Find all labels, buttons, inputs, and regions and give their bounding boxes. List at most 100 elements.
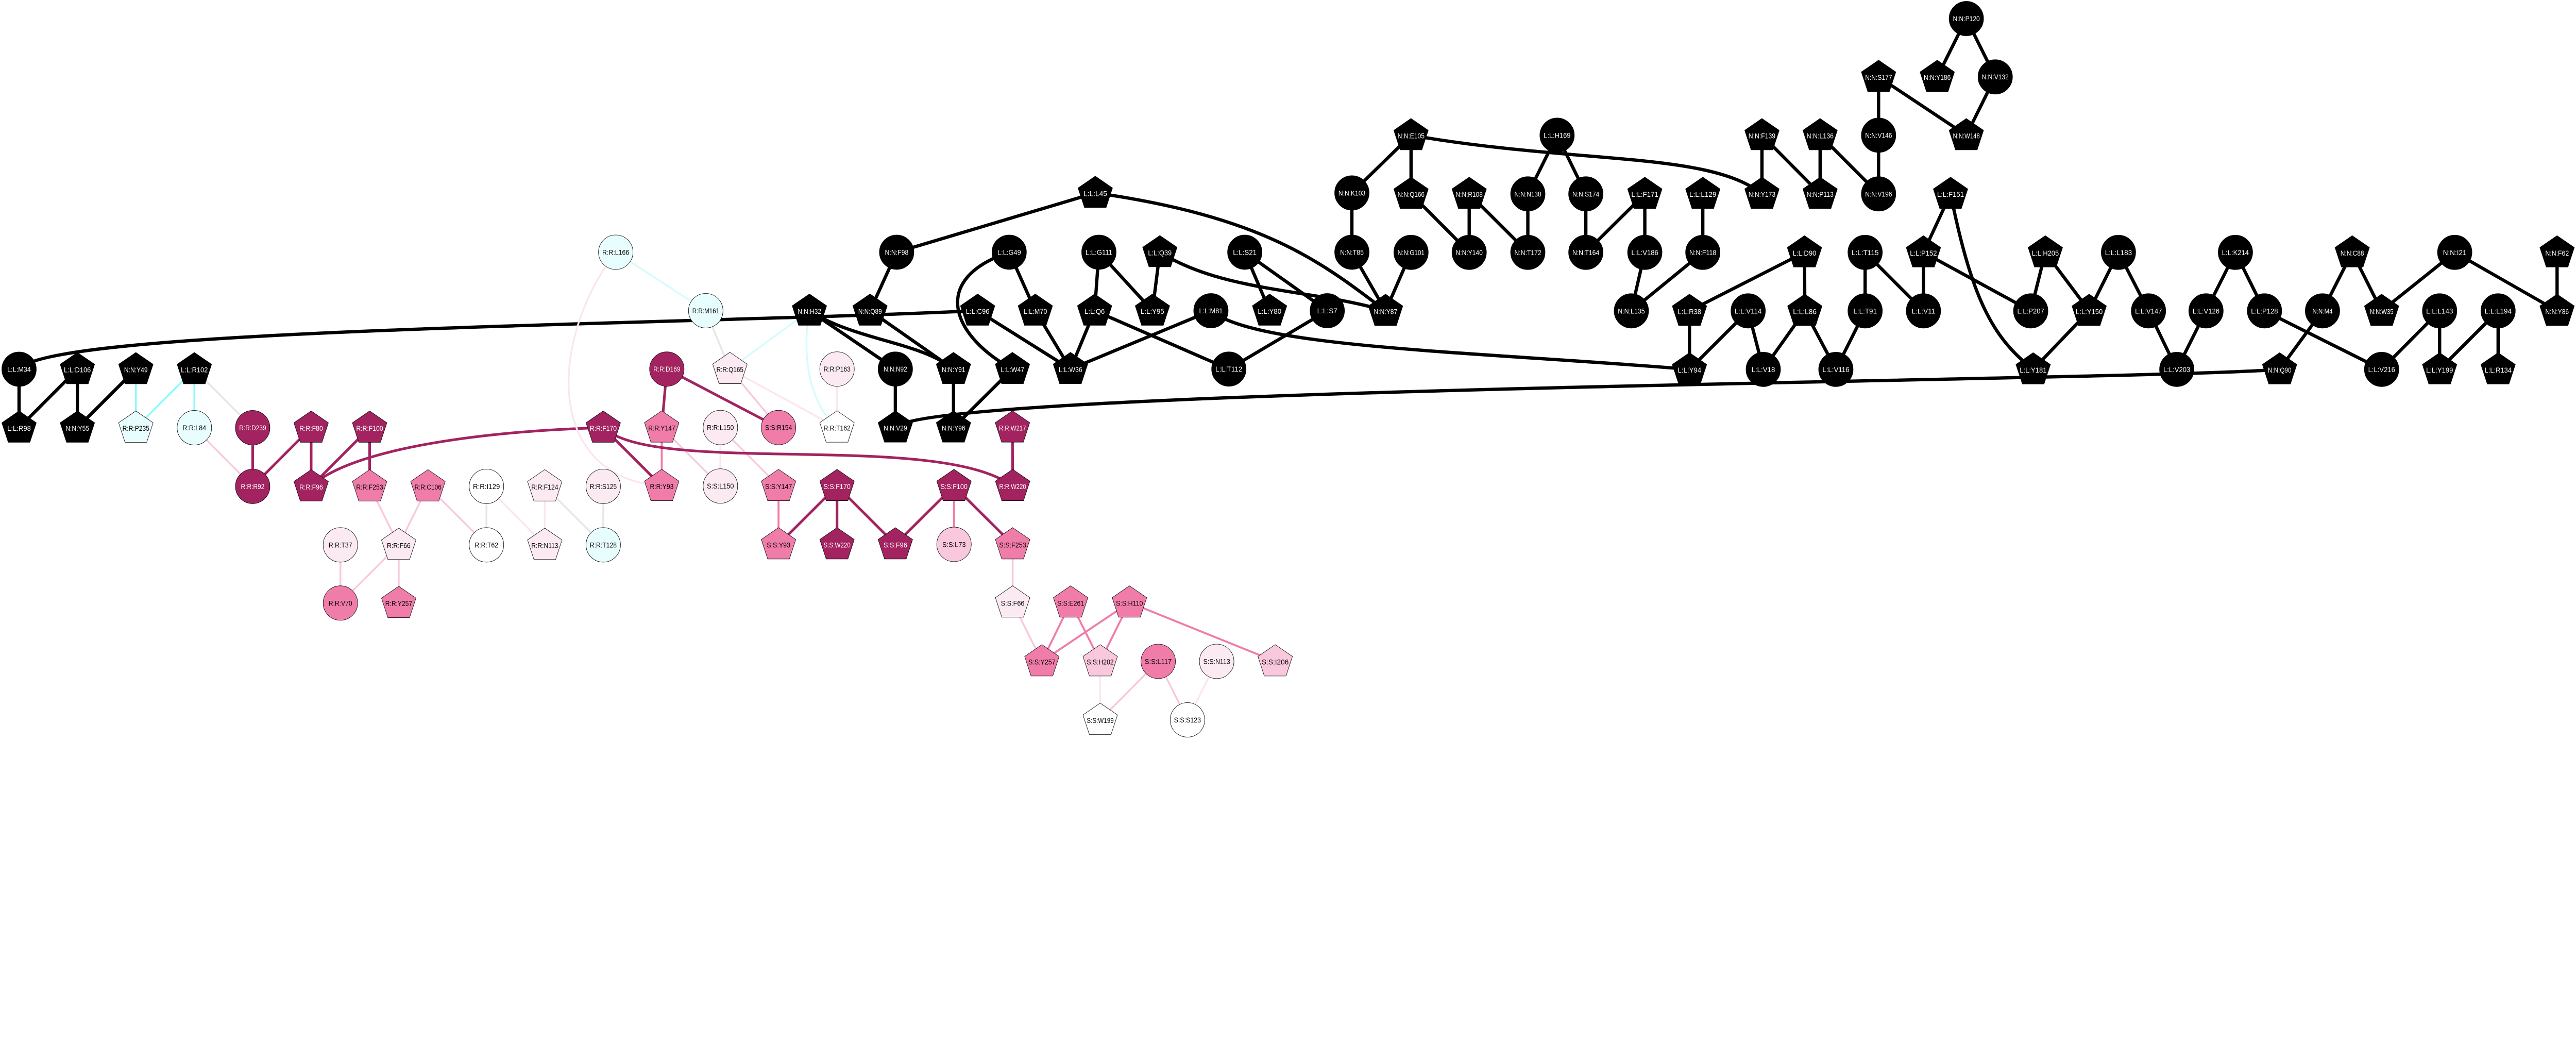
node-l-l-q39[interactable]: L:L:Q39 [1142,235,1178,267]
node-l-l-l45[interactable]: L:L:L45 [1077,176,1113,208]
node-l-l-h169[interactable]: L:L:H169 [1539,117,1575,153]
node-s-s-f66[interactable]: S:S:F66 [995,585,1030,618]
node-r-r-f124[interactable]: R:R:F124 [527,469,563,501]
node-r-r-f100[interactable]: R:R:F100 [352,411,387,443]
node-s-s-e261[interactable]: S:S:E261 [1053,585,1089,618]
node-r-r-s125[interactable]: R:R:S125 [586,468,621,504]
node-n-n-l136[interactable]: N:N:L136 [1802,118,1838,150]
node-l-l-k214[interactable]: L:L:K214 [2218,234,2253,270]
node-l-l-l183[interactable]: L:L:L183 [2101,234,2136,270]
node-r-r-f170[interactable]: R:R:F170 [585,411,621,443]
node-n-n-g101[interactable]: N:N:G101 [1393,234,1429,270]
node-r-r-l166[interactable]: R:R:L166 [598,234,634,270]
node-s-s-s123[interactable]: S:S:S123 [1170,702,1205,737]
node-l-l-v203[interactable]: L:L:V203 [2159,351,2194,387]
node-l-l-r134[interactable]: L:L:R134 [2480,352,2516,384]
node-r-r-t37[interactable]: R:R:T37 [323,527,358,563]
node-n-n-y87[interactable]: N:N:Y87 [1368,294,1403,326]
node-n-n-t85[interactable]: N:N:T85 [1334,234,1369,270]
node-l-l-v126[interactable]: L:L:V126 [2188,293,2224,329]
node-n-n-w148[interactable]: N:N:W148 [1948,118,1984,150]
node-l-l-l86[interactable]: L:L:L86 [1787,294,1823,326]
node-r-r-y257[interactable]: R:R:Y257 [381,586,416,618]
node-s-s-f100[interactable]: S:S:F100 [936,469,972,501]
node-l-l-l129[interactable]: L:L:L129 [1685,177,1721,209]
node-n-n-i21[interactable]: N:N:I21 [2437,234,2472,270]
node-l-l-p207[interactable]: L:L:P207 [2013,293,2048,329]
node-r-r-c106[interactable]: R:R:C106 [410,469,446,501]
node-l-l-r102[interactable]: L:L:R102 [177,352,212,384]
node-n-n-c88[interactable]: N:N:C88 [2334,235,2370,267]
node-n-n-y186[interactable]: N:N:Y186 [1920,60,1955,92]
node-s-s-l73[interactable]: S:S:L73 [936,527,972,562]
node-n-n-f139[interactable]: N:N:F139 [1744,118,1780,150]
node-n-n-q90[interactable]: N:N:Q90 [2262,352,2297,384]
node-n-n-y173[interactable]: N:N:Y173 [1744,177,1780,209]
node-s-s-l150[interactable]: S:S:L150 [703,468,738,504]
node-l-l-m70[interactable]: L:L:M70 [1018,293,1053,326]
node-r-r-v70[interactable]: R:R:V70 [323,585,358,621]
node-r-r-w220[interactable]: R:R:W220 [995,469,1030,501]
node-n-n-q89[interactable]: N:N:Q89 [852,293,888,326]
node-s-s-f170[interactable]: S:S:F170 [819,469,855,501]
node-l-l-g111[interactable]: L:L:G111 [1081,234,1116,270]
node-l-l-p152[interactable]: L:L:P152 [1906,235,1941,267]
node-r-r-y147[interactable]: R:R:Y147 [644,410,680,443]
node-l-l-w47[interactable]: L:L:W47 [995,352,1030,384]
node-s-s-r154[interactable]: S:S:R154 [761,410,796,445]
node-r-r-t62[interactable]: R:R:T62 [469,527,504,563]
node-n-n-f118[interactable]: N:N:F118 [1685,234,1721,270]
node-l-l-h205[interactable]: L:L:H205 [2028,235,2063,267]
node-n-n-v29[interactable]: N:N:V29 [877,410,913,443]
node-l-l-l143[interactable]: L:L:L143 [2422,293,2458,329]
node-l-l-v11[interactable]: L:L:V11 [1906,293,1941,329]
node-r-r-m161[interactable]: R:R:M161 [688,293,723,328]
node-l-l-p128[interactable]: L:L:P128 [2247,293,2282,329]
node-l-l-r38[interactable]: L:L:R38 [1672,294,1707,326]
node-l-l-y150[interactable]: L:L:Y150 [2072,294,2107,326]
node-l-l-t112[interactable]: L:L:T112 [1211,351,1247,387]
node-n-n-k103[interactable]: N:N:K103 [1334,175,1369,211]
node-l-l-y80[interactable]: L:L:Y80 [1252,293,1287,326]
node-l-l-m81[interactable]: L:L:M81 [1193,293,1229,328]
node-l-l-m34[interactable]: L:L:M34 [2,351,37,387]
node-l-l-v18[interactable]: L:L:V18 [1745,351,1781,387]
node-n-n-y140[interactable]: N:N:Y140 [1451,234,1487,270]
node-l-l-d90[interactable]: L:L:D90 [1787,235,1822,267]
node-s-s-n113[interactable]: S:S:N113 [1199,644,1234,679]
node-l-l-q6[interactable]: L:L:Q6 [1077,293,1112,326]
node-r-r-f253[interactable]: R:R:F253 [352,469,387,501]
node-l-l-v216[interactable]: L:L:V216 [2364,351,2399,387]
node-n-n-f98[interactable]: N:N:F98 [879,234,914,270]
node-n-n-v146[interactable]: N:N:V146 [1861,117,1896,153]
node-r-r-i129[interactable]: R:R:I129 [469,468,504,504]
node-r-r-f80[interactable]: R:R:F80 [293,411,329,443]
node-s-s-w220[interactable]: S:S:W220 [819,527,855,560]
node-n-n-s174[interactable]: N:N:S174 [1568,176,1603,212]
node-n-n-v132[interactable]: N:N:V132 [1977,59,2013,95]
node-n-n-w35[interactable]: N:N:W35 [2364,294,2399,326]
node-r-r-l150[interactable]: R:R:L150 [703,410,738,445]
node-n-n-y91[interactable]: N:N:Y91 [936,352,971,384]
node-l-l-l194[interactable]: L:L:L194 [2480,293,2516,329]
node-l-l-c96[interactable]: L:L:C96 [960,293,995,326]
node-l-l-d106[interactable]: L:L:D106 [60,352,95,384]
node-r-r-r92[interactable]: R:R:R92 [235,468,270,504]
node-n-n-y49[interactable]: N:N:Y49 [118,352,154,384]
node-r-r-p163[interactable]: R:R:P163 [819,351,855,387]
node-l-l-v147[interactable]: L:L:V147 [2131,293,2166,329]
node-n-n-p120[interactable]: N:N:P120 [1948,1,1984,36]
node-n-n-y86[interactable]: N:N:Y86 [2539,294,2575,326]
node-r-r-f66[interactable]: R:R:F66 [381,528,416,560]
node-n-n-t164[interactable]: N:N:T164 [1568,234,1603,270]
node-r-r-t128[interactable]: R:R:T128 [586,527,621,563]
node-l-l-v116[interactable]: L:L:V116 [1818,351,1854,387]
node-l-l-s21[interactable]: L:L:S21 [1227,234,1262,270]
node-n-n-v196[interactable]: N:N:V196 [1861,176,1896,212]
node-l-l-g49[interactable]: L:L:G49 [991,234,1027,270]
node-s-s-h202[interactable]: S:S:H202 [1082,644,1118,677]
node-n-n-t172[interactable]: N:N:T172 [1510,234,1546,270]
node-l-l-v114[interactable]: L:L:V114 [1731,293,1766,329]
node-n-n-f62[interactable]: N:N:F62 [2539,235,2575,267]
node-n-n-n92[interactable]: N:N:N92 [877,351,913,387]
